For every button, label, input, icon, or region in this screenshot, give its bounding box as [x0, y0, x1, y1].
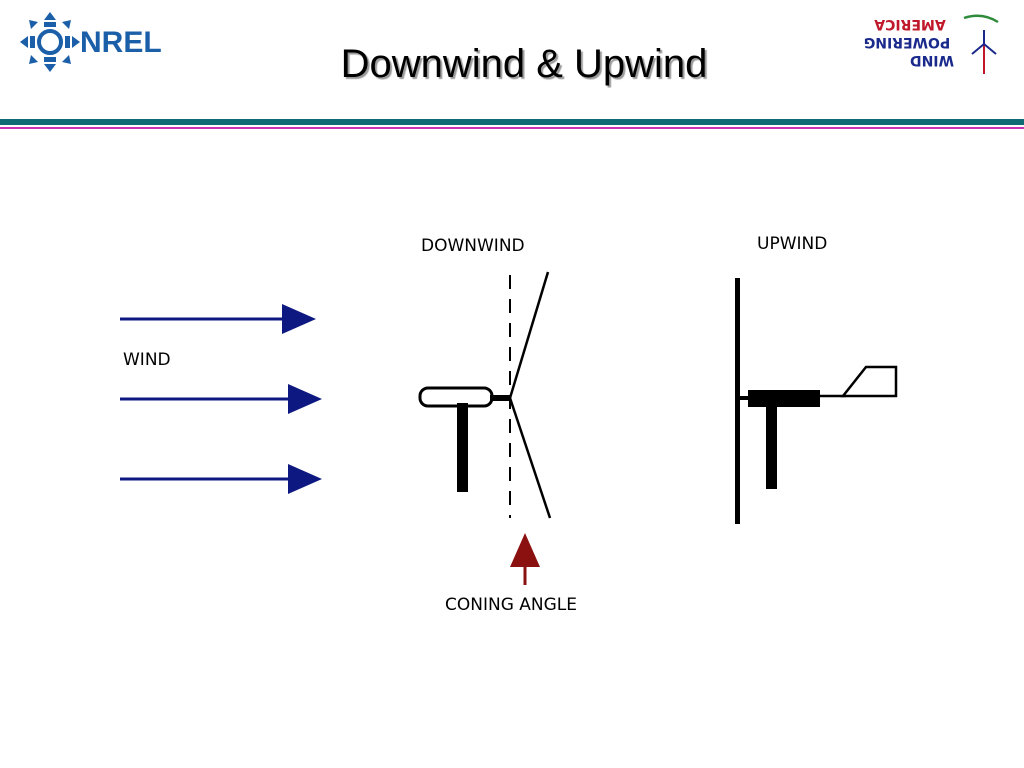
slide-title: Downwind & Upwind	[340, 42, 708, 86]
wind-arrows	[120, 304, 322, 494]
downwind-blade-upper	[508, 271, 550, 399]
upwind-hub	[738, 396, 750, 400]
coning-angle-arrow	[510, 533, 540, 585]
wind-arrow	[120, 384, 322, 414]
upwind-label: UPWIND	[757, 234, 828, 254]
upwind-tail-vane	[840, 365, 898, 398]
logo-line-powering: POWERING	[864, 34, 950, 50]
downwind-label: DOWNWIND	[421, 236, 525, 256]
nrel-logo-text: NREL	[80, 26, 162, 59]
upwind-nacelle	[748, 390, 820, 407]
logo-line-america: AMERICA	[874, 16, 946, 32]
upwind-turbine	[735, 278, 898, 524]
wind-turbine-logo-icon: AMERICA POWERING WIND	[864, 14, 999, 74]
downwind-hub	[490, 395, 510, 401]
upwind-rotor	[735, 278, 740, 524]
header-rule-teal	[0, 119, 1024, 125]
wind-powering-america-logo: AMERICA POWERING WIND	[852, 14, 1000, 78]
nrel-logo: NREL	[20, 10, 172, 74]
downwind-nacelle	[418, 386, 494, 408]
nrel-emblem-icon	[20, 12, 80, 72]
downwind-turbine	[418, 271, 552, 519]
downwind-blade-lower	[508, 397, 552, 519]
header-rule-magenta	[0, 127, 1024, 129]
coning-angle-label: CONING ANGLE	[445, 595, 578, 615]
wind-label: WIND	[123, 350, 171, 370]
wind-arrow	[120, 304, 316, 334]
upwind-tower	[766, 405, 777, 489]
logo-line-wind: WIND	[910, 52, 954, 68]
downwind-tower	[457, 403, 468, 492]
wind-arrow	[120, 464, 322, 494]
